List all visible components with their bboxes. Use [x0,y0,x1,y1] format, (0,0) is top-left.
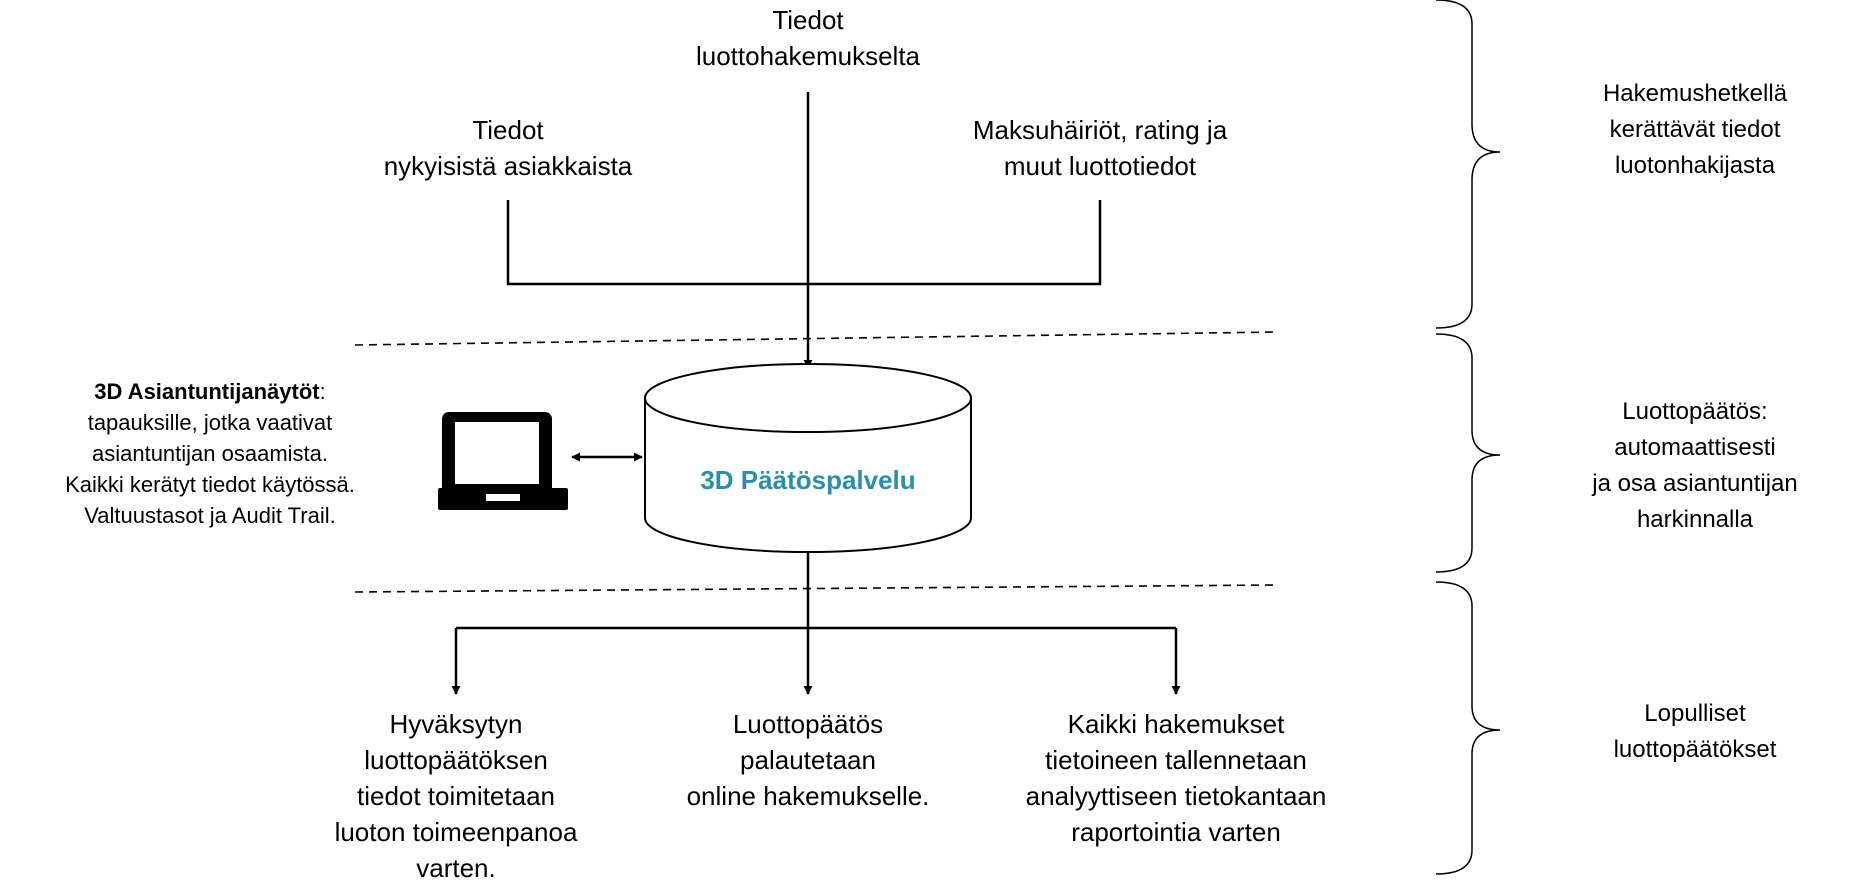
laptop-icon [438,412,568,510]
decision-service-cylinder [644,363,972,553]
expert-screens-text: 3D Asiantuntijanäytöt: tapauksille, jotk… [65,379,355,528]
phase-collect-label: Hakemushetkellä kerättävät tiedot luoton… [1602,80,1788,179]
input-merge-line [506,200,1102,286]
brace-decision [1435,333,1501,573]
phase-final-label: Lopulliset luottopäätökset [1613,700,1777,763]
decision-service-label: 3D Päätöspalvelu [700,465,916,495]
output-approved-label: Hyväksytyn luottopäätöksen tiedot toimit… [334,709,578,883]
separator-top [354,331,1279,346]
phase-decision-label: Luottopäätös: automaattisesti ja osa asi… [1592,398,1798,533]
separator-bottom [354,584,1279,593]
brace-final [1435,581,1501,875]
output-database-label: Kaikki hakemukset tietoineen tallennetaa… [1025,709,1327,847]
expert-screens-title: 3D Asiantuntijanäytöt [94,379,320,404]
output-online-label: Luottopäätös palautetaan online hakemuks… [686,709,930,811]
brace-collect [1435,0,1501,329]
